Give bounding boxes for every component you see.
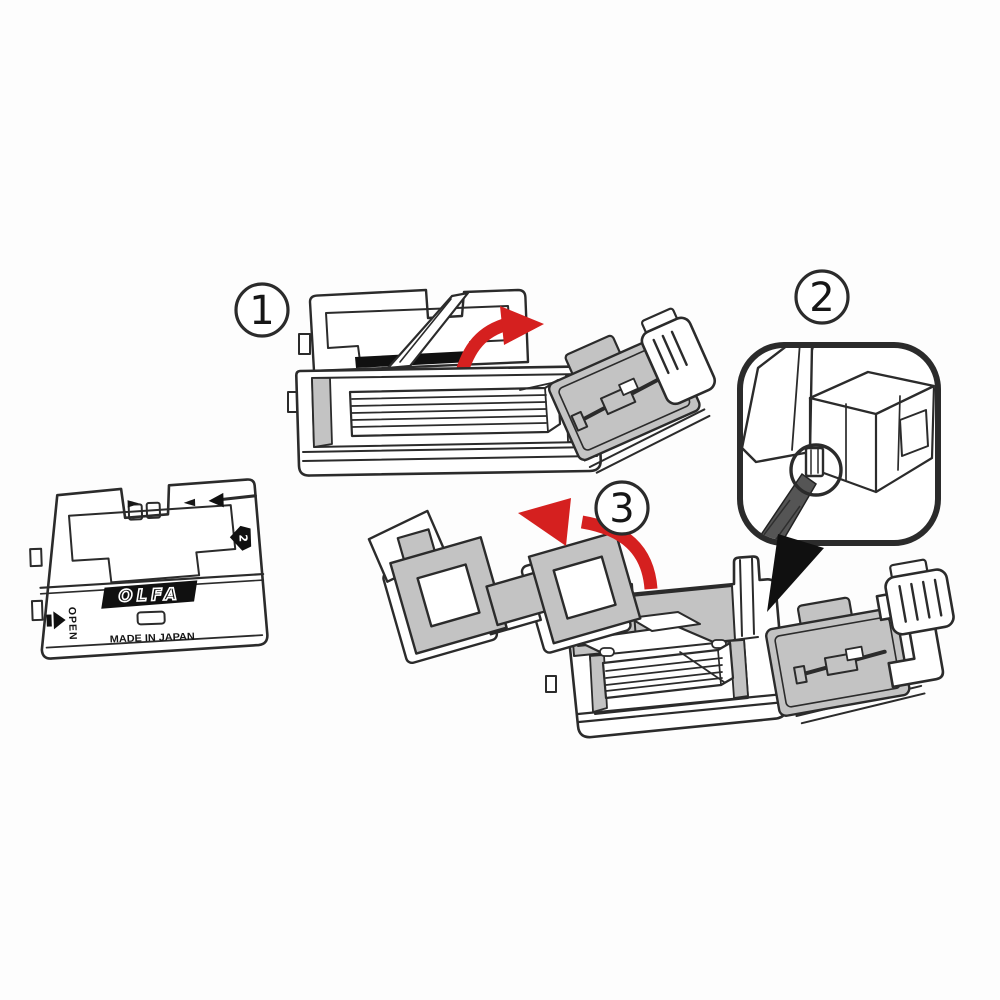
flap-edge-line xyxy=(791,348,801,451)
open-indicator: OPEN xyxy=(46,607,79,641)
latch-notch-lines xyxy=(810,448,819,475)
latch-detail-drawing xyxy=(743,348,935,540)
frame-right-square xyxy=(527,530,642,645)
assembly-end-cap xyxy=(884,568,955,636)
step1-detached-lid-assembly xyxy=(547,307,717,474)
step-3: 3 xyxy=(367,480,955,739)
case-seam-line xyxy=(39,572,265,589)
step1-number-circle xyxy=(234,282,290,338)
latch-tool-icon xyxy=(743,472,817,540)
blade-stack xyxy=(348,378,562,438)
latch-highlight-circle xyxy=(789,443,843,497)
assembly-cap-slots xyxy=(652,330,688,375)
lid-flap xyxy=(743,348,814,464)
base-front-rim-line xyxy=(302,446,598,453)
size-badge-number: 2 xyxy=(236,534,249,542)
step3-detached-lid-assembly xyxy=(765,558,955,725)
slide-left-arrow-icon: ◄ xyxy=(183,492,196,510)
callout-tail-icon xyxy=(767,534,824,612)
base-front-rim-line xyxy=(302,455,598,462)
rim-latch-bump xyxy=(711,639,727,649)
assembly-cap-slots xyxy=(898,578,943,623)
open-direction-arrow-icon xyxy=(53,611,66,630)
blade-edge-line xyxy=(399,298,452,363)
blade-being-inserted xyxy=(386,291,470,370)
step2-number-circle xyxy=(794,269,850,325)
slide-right-arrow-icon: ► xyxy=(127,493,140,511)
open-label: OPEN xyxy=(66,607,79,641)
rim-latch-bump xyxy=(599,647,615,657)
inner-frame-spacer xyxy=(629,611,701,632)
case-right-bracket xyxy=(899,409,929,457)
step3-number-circle xyxy=(594,480,650,536)
long-pull-arrow-icon xyxy=(208,492,257,508)
step1-number: 1 xyxy=(249,288,274,334)
case-inner-walls xyxy=(808,384,935,494)
case-outline xyxy=(40,478,269,660)
case-corner-post xyxy=(733,557,759,641)
latch-notch xyxy=(804,446,825,478)
case-left-tab xyxy=(30,599,44,622)
lid-side-tab xyxy=(298,333,311,355)
assembly-end-cap xyxy=(640,316,717,406)
blade-stack xyxy=(601,641,735,700)
tool-ridge-lines xyxy=(753,499,801,540)
step-1: 1 xyxy=(234,282,717,477)
case-front-view: ► ◄ 2 OLFA MADE IN JAPAN OPEN xyxy=(29,478,269,660)
step2-number: 2 xyxy=(809,275,834,321)
frame-left-square xyxy=(389,536,508,655)
step-2: 2 xyxy=(737,269,941,612)
case-wall-lines xyxy=(845,395,901,481)
case-bottom-rim-line xyxy=(45,634,264,649)
step3-remove-arrow-icon xyxy=(518,498,658,590)
size-badge: 2 xyxy=(229,525,252,551)
open-direction-arrow-icon xyxy=(46,614,52,627)
logo-under-window xyxy=(136,610,166,626)
brand-logo: OLFA xyxy=(101,580,198,609)
case-front-rim-line xyxy=(577,700,787,724)
base-left-wall xyxy=(311,377,333,448)
latch-mechanism xyxy=(570,377,661,432)
assembly-panel-inner-line xyxy=(774,616,902,708)
case-side-tab xyxy=(545,675,557,693)
made-in-label: MADE IN JAPAN xyxy=(110,631,195,645)
case-upper-panel xyxy=(67,504,237,584)
latch-mechanism xyxy=(793,645,887,685)
case-front-rim-line xyxy=(576,692,786,716)
brand-logo-text: OLFA xyxy=(118,584,181,605)
case-left-tab xyxy=(29,547,43,568)
step3-removed-inner-frame xyxy=(367,509,642,665)
step3-number: 3 xyxy=(609,486,634,532)
